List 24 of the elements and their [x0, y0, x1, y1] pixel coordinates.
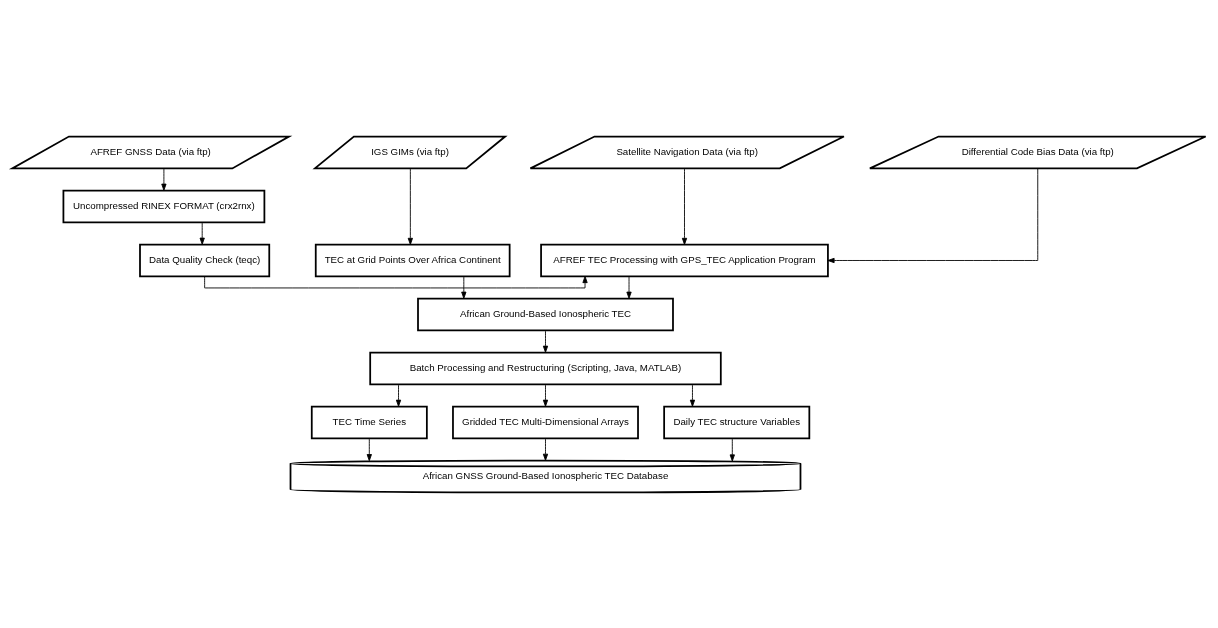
node-box: TEC Time Series: [310, 405, 428, 439]
arrow: [542, 329, 549, 353]
node-box: TEC at Grid Points Over Africa Continent: [314, 243, 511, 277]
node-box: Data Quality Check (teqc): [139, 243, 271, 277]
node-box: Daily TEC structure Variables: [663, 405, 811, 439]
arrow: [689, 383, 696, 407]
arrow: [199, 221, 205, 245]
node-box: AFREF TEC Processing with GPS_TEC Application Program: [540, 243, 829, 277]
arrow: [204, 275, 588, 288]
node-box: Gridded TEC Multi-Dimensional Arrays: [452, 405, 639, 439]
arrow: [729, 437, 735, 461]
arrow: [542, 437, 549, 461]
arrow: [626, 275, 632, 299]
arrow: [366, 437, 372, 461]
arrow: [395, 383, 402, 407]
node-box: African Ground-Based Ionospheric TEC: [417, 297, 674, 331]
arrow: [827, 167, 1039, 263]
arrow: [407, 167, 413, 245]
arrow: [681, 167, 688, 245]
arrow: [461, 275, 467, 299]
node-box: Uncompressed RINEX FORMAT (crx2rnx): [62, 189, 266, 223]
node-box: Batch Processing and Restructuring (Scripting, Java, MATLAB): [369, 351, 722, 385]
arrow: [161, 167, 167, 191]
arrow: [542, 383, 549, 407]
